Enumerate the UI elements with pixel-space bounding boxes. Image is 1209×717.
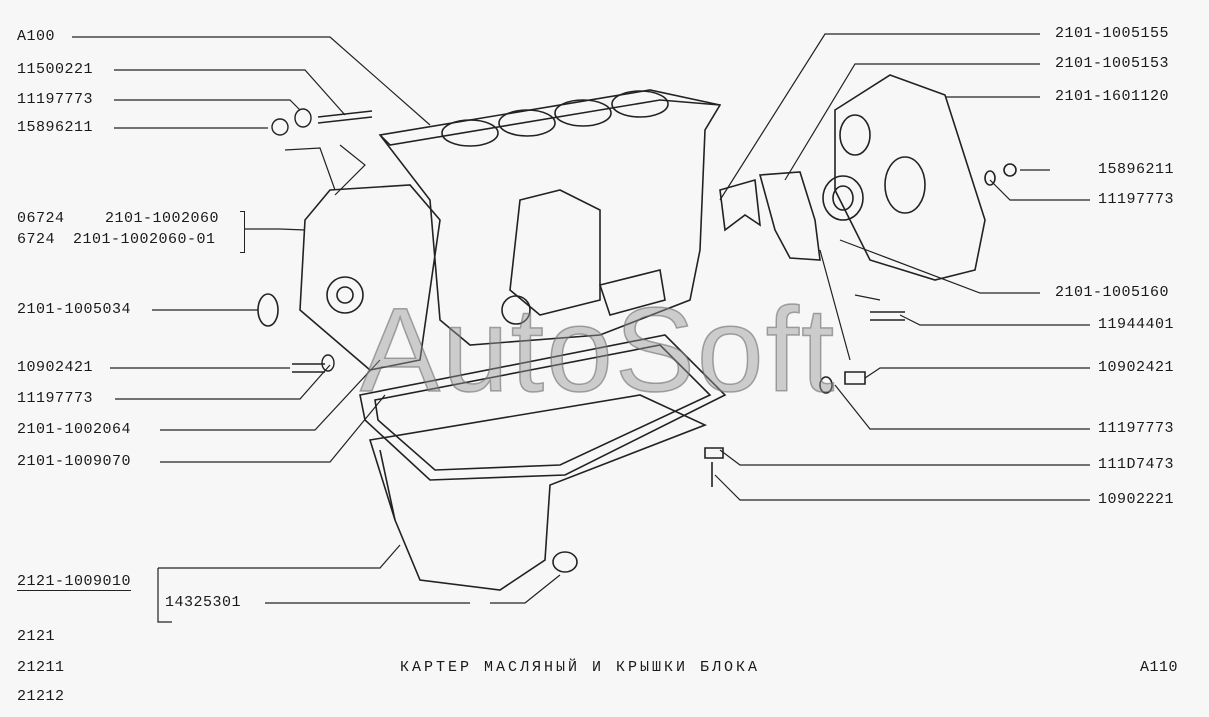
label-10902421: 10902421 (1098, 359, 1175, 376)
label-11197773: 11197773 (1098, 420, 1175, 437)
page-code: A110 (1140, 659, 1179, 676)
label-2101-1005034: 2101-1005034 (17, 301, 132, 318)
label-2101-1002064: 2101-1002064 (17, 421, 132, 438)
label-15896211: 15896211 (17, 119, 94, 136)
label-11197773: 11197773 (17, 390, 94, 407)
label-2101-1009070: 2101-1009070 (17, 453, 132, 470)
watermark: AutoSoft (359, 283, 837, 417)
bracket (240, 211, 245, 253)
label-6724: 6724 (17, 231, 56, 248)
model-21212: 21212 (17, 688, 65, 705)
label-11197773: 11197773 (1098, 191, 1175, 208)
diagram-title: КАРТЕР МАСЛЯНЫЙ И КРЫШКИ БЛОКА (400, 659, 761, 676)
cylinder-block (378, 89, 722, 346)
label-a100: A100 (17, 28, 56, 45)
leader-lines-left (72, 36, 561, 623)
model-21211: 21211 (17, 659, 65, 676)
label-11500221: 11500221 (17, 61, 94, 78)
label-14325301: 14325301 (165, 594, 242, 611)
label-2101-1005155: 2101-1005155 (1055, 25, 1170, 42)
label-2101-1601120: 2101-1601120 (1055, 88, 1170, 105)
oil-pan (359, 334, 727, 591)
label-06724: 06724 (17, 210, 65, 227)
label-2101-1002060: 2101-1002060 (105, 210, 220, 227)
label-2121-1009010: 2121-1009010 (17, 573, 132, 591)
label-2101-1005160: 2101-1005160 (1055, 284, 1170, 301)
label-2101-1002060-01: 2101-1002060-01 (73, 231, 216, 248)
label-11107473: 111D7473 (1098, 456, 1175, 473)
label-11944401: 11944401 (1098, 316, 1175, 333)
timing-cover (257, 184, 441, 371)
leader-lines-right (714, 33, 1090, 501)
label-2101-1005153: 2101-1005153 (1055, 55, 1170, 72)
label-10902221: 10902221 (1098, 491, 1175, 508)
label-10902421: 10902421 (17, 359, 94, 376)
label-15896211: 15896211 (1098, 161, 1175, 178)
label-11197773: 11197773 (17, 91, 94, 108)
small-parts-left (271, 108, 373, 373)
model-2121: 2121 (17, 628, 56, 645)
rear-cover (719, 74, 1017, 394)
